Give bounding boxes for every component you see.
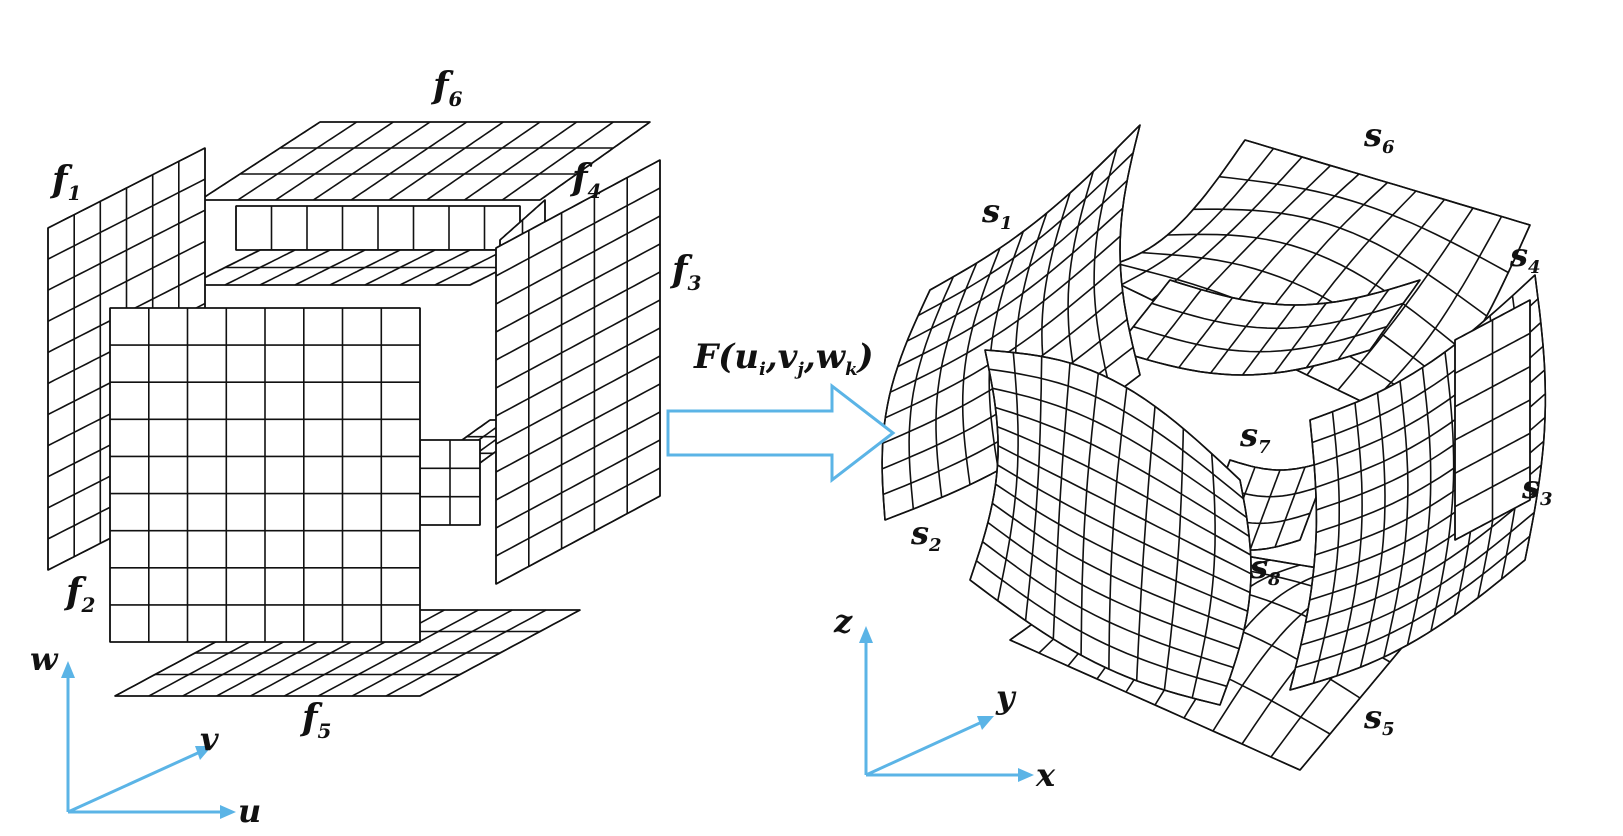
label-s1: s1	[981, 192, 1013, 234]
surface-s3-side	[1454, 299, 1531, 541]
axis-label-u: u	[238, 792, 261, 830]
label-f6: f6	[430, 65, 463, 111]
surface-s2-front	[969, 349, 1252, 706]
label-s7: s7	[1239, 416, 1271, 458]
right-axes	[859, 626, 1034, 782]
label-f5: f5	[299, 697, 331, 743]
label-f4: f4	[569, 157, 601, 203]
axis-label-x: x	[1035, 756, 1056, 794]
label-s4: s4	[1509, 236, 1541, 278]
mapping-arrow	[666, 382, 896, 484]
label-s6: s6	[1363, 116, 1395, 158]
label-s2: s2	[910, 514, 942, 556]
axis-label-y: y	[995, 678, 1017, 716]
inner-layer-upper	[235, 205, 521, 251]
label-s5: s5	[1363, 698, 1395, 740]
left-cube-meshes	[47, 121, 661, 697]
left-axes	[61, 661, 236, 819]
inner-layer-mid	[189, 249, 541, 286]
mapping-function-label: F(ui,vj,wk)	[693, 337, 874, 380]
axis-label-v: v	[200, 720, 219, 758]
label-f1: f1	[49, 159, 81, 205]
axis-label-w: w	[30, 640, 59, 678]
face-f2-front	[109, 307, 421, 643]
face-f3-right	[495, 159, 661, 585]
label-s3: s3	[1521, 468, 1553, 510]
axis-label-z: z	[833, 602, 853, 640]
inner-layer-bottom	[419, 439, 481, 526]
label-f2: f2	[63, 571, 96, 617]
face-f6-top	[199, 121, 651, 201]
label-s8: s8	[1249, 548, 1281, 590]
label-f3: f3	[669, 249, 702, 295]
surface-s7-inner	[1114, 279, 1421, 376]
right-deformed-meshes	[881, 124, 1547, 771]
